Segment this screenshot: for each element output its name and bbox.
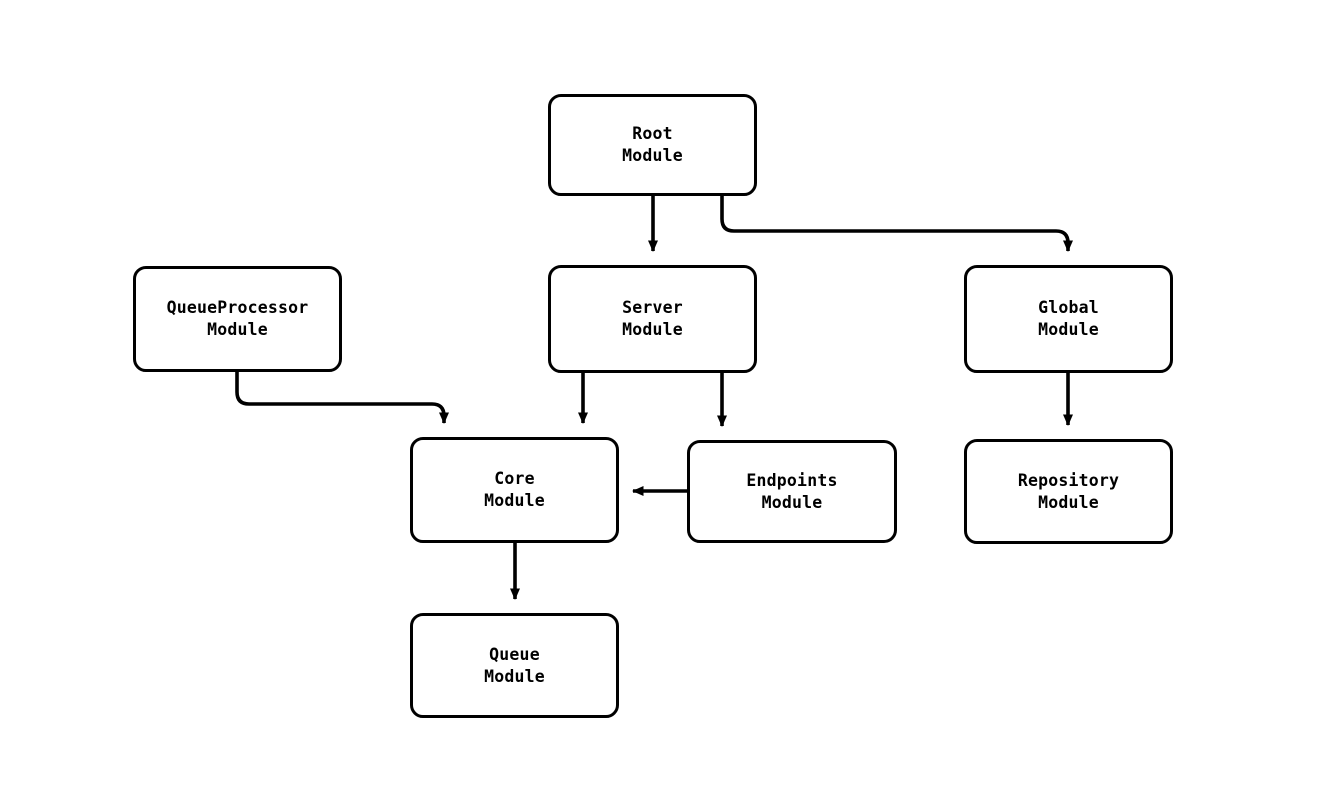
node-root-module-label: Root Module [622,124,683,165]
node-repository-module[interactable]: Repository Module [964,439,1173,544]
node-repository-module-label: Repository Module [1017,470,1120,512]
node-queue-module-label: Queue Module [484,644,545,686]
node-root-module[interactable]: Root Module [548,94,757,196]
node-global-module[interactable]: Global Module [964,265,1173,373]
node-global-module-label: Global Module [1038,298,1099,339]
node-queue-module[interactable]: Queue Module [410,613,619,718]
node-endpoints-module[interactable]: Endpoints Module [687,440,897,543]
node-endpoints-module-label: Endpoints Module [746,470,838,512]
node-queueprocessor-module-label: QueueProcessor Module [166,298,309,339]
node-server-module-label: Server Module [622,298,683,339]
node-server-module[interactable]: Server Module [548,265,757,373]
edge-queueprocessor-to-core [235,372,449,424]
node-queueprocessor-module[interactable]: QueueProcessor Module [133,266,342,372]
node-core-module[interactable]: Core Module [410,437,619,543]
edge-root-to-global [720,196,1073,252]
node-core-module-label: Core Module [484,469,545,510]
